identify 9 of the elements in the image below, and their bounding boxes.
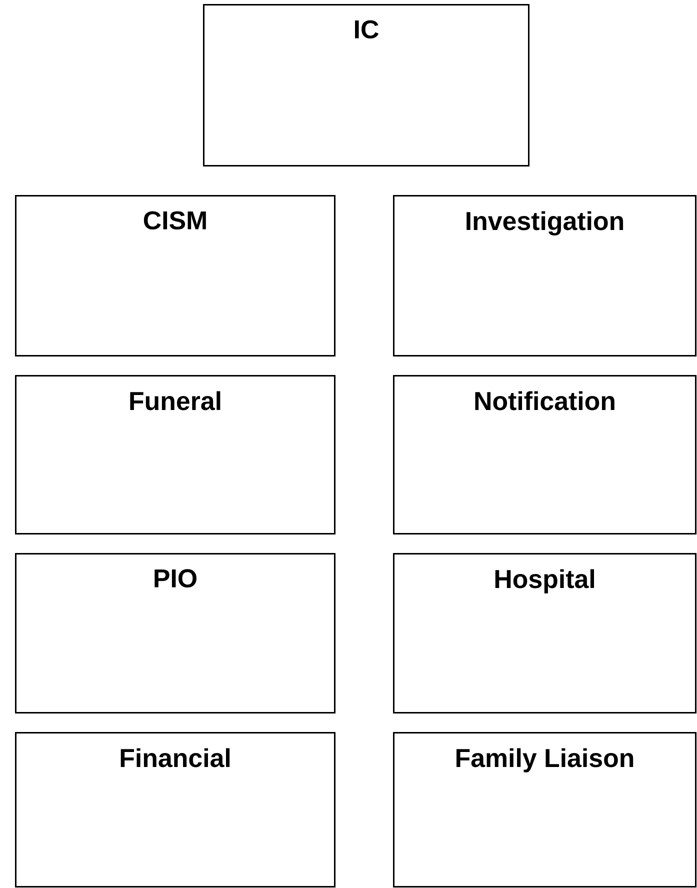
org-box: Family Liaison	[393, 732, 696, 888]
org-box: Investigation	[393, 195, 696, 356]
org-box: PIO	[15, 553, 336, 714]
org-box: Funeral	[15, 375, 336, 534]
org-box: Financial	[15, 732, 336, 888]
org-box: Notification	[393, 375, 696, 534]
org-box: Hospital	[393, 553, 696, 714]
org-box: IC	[203, 4, 530, 166]
org-box: CISM	[15, 195, 336, 356]
